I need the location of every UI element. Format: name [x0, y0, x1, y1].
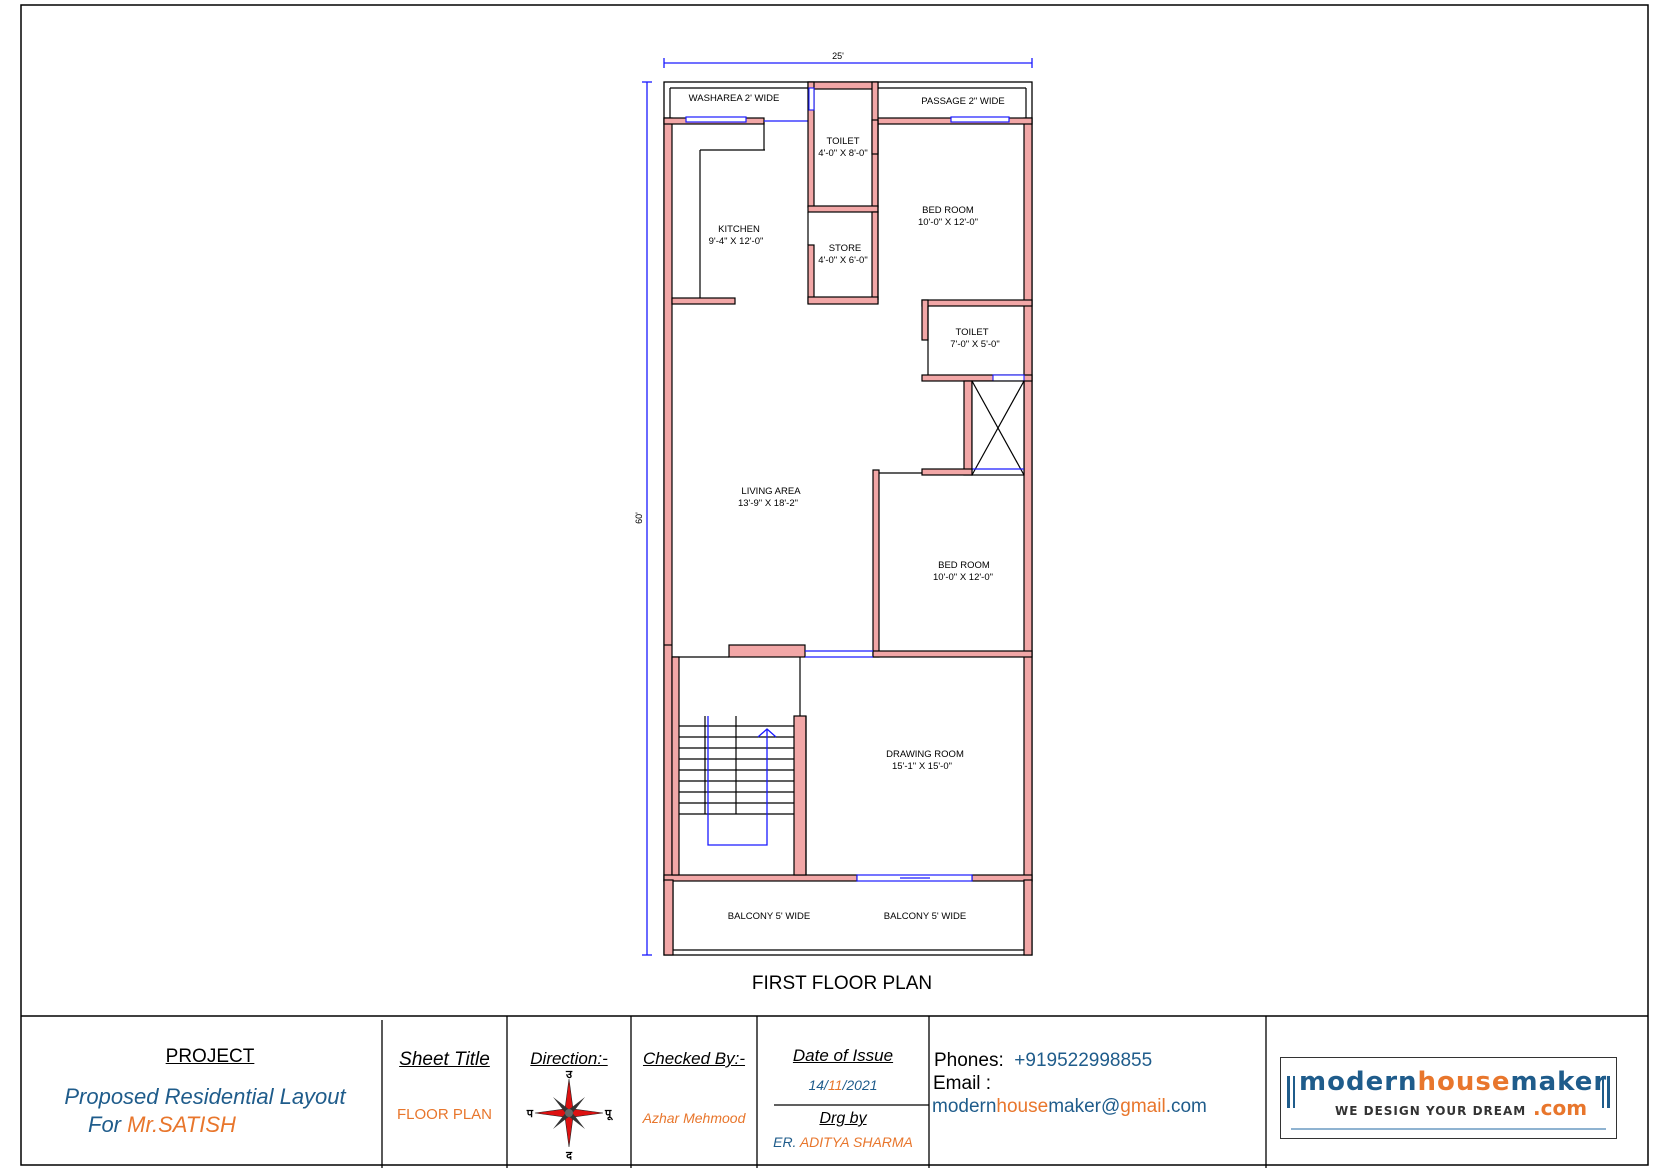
compass-east: पू	[604, 1107, 613, 1121]
drawing-room-size: 15'-1" X 15'-0"	[892, 761, 952, 772]
plan-title: FIRST FLOOR PLAN	[752, 973, 932, 994]
room-labels: WASHAREA 2' WIDE PASSAGE 2" WIDE TOILET …	[689, 93, 1005, 922]
kitchen-name: KITCHEN	[718, 224, 760, 235]
project-title: Proposed Residential Layout	[64, 1084, 346, 1109]
compass-south: द	[565, 1149, 573, 1162]
dimension-width-label: 25'	[832, 51, 844, 61]
email-value[interactable]: modernhousemaker@gmail.com	[932, 1096, 1207, 1117]
compass-west: प	[526, 1107, 534, 1120]
bedroom2-name: BED ROOM	[938, 560, 990, 571]
toilet2-name: TOILET	[955, 327, 988, 338]
date-label: Date of Issue	[792, 1046, 894, 1065]
dimension-length: 60'	[634, 81, 652, 956]
titleblock-grid	[381, 1016, 1267, 1168]
sheet-title-value: FLOOR PLAN	[396, 1106, 493, 1123]
email-label: Email :	[933, 1073, 992, 1094]
drawn-by-value: ER. ADITYA SHARMA	[773, 1134, 913, 1150]
checked-by-label: Checked By:-	[642, 1049, 746, 1068]
kitchen-size: 9'-4" X 12'-0"	[709, 236, 764, 247]
phones-line: Phones: +919522998855	[934, 1050, 1153, 1071]
bedroom1-size: 10'-0" X 12'-0"	[918, 217, 978, 228]
living-name: LIVING AREA	[741, 486, 801, 497]
project-label: PROJECT	[165, 1046, 255, 1067]
dimension-width: 25'	[663, 51, 1033, 68]
company-logo: modernhousemaker WE DESIGN YOUR DREAM .c…	[1280, 1057, 1617, 1139]
dimension-length-label: 60'	[634, 512, 644, 524]
project-client-line: For Mr.SATISH	[88, 1112, 236, 1138]
bedroom1-name: BED ROOM	[922, 205, 974, 216]
store-size: 4'-0" X 6'-0"	[818, 255, 867, 266]
logo-com: .com	[1533, 1096, 1588, 1120]
drawing-room-name: DRAWING ROOM	[886, 749, 964, 760]
sheet-title-label: Sheet Title	[399, 1049, 490, 1070]
staircase	[679, 716, 794, 846]
direction-label: Direction:-	[530, 1049, 608, 1068]
project-client: Mr.SATISH	[127, 1112, 236, 1137]
balcony2-label: BALCONY 5' WIDE	[884, 911, 966, 922]
drawn-by-label: Drg by	[819, 1110, 867, 1127]
logo-wordmark: modernhousemaker	[1299, 1067, 1608, 1097]
compass-north: उ	[565, 1068, 573, 1081]
logo-tagline: WE DESIGN YOUR DREAM	[1335, 1104, 1527, 1118]
checked-by-value: Azhar Mehmood	[642, 1110, 746, 1126]
phone-number: +919522998855	[1014, 1050, 1153, 1071]
bedroom2-size: 10'-0" X 12'-0"	[933, 572, 993, 583]
toilet2-size: 7'-0" X 5'-0"	[950, 339, 999, 350]
store-name: STORE	[829, 243, 862, 254]
toilet1-name: TOILET	[826, 136, 859, 147]
sheet-border	[20, 4, 1649, 1166]
passage-label: PASSAGE 2" WIDE	[921, 96, 1004, 107]
living-size: 13'-9" X 18'-2"	[738, 498, 798, 509]
washarea-label: WASHAREA 2' WIDE	[689, 93, 780, 104]
floor-plan	[663, 81, 1033, 956]
balcony1-label: BALCONY 5' WIDE	[728, 911, 810, 922]
compass-rose-icon: उ द प पू	[526, 1068, 613, 1162]
toilet1-size: 4'-0" X 8'-0"	[818, 148, 867, 159]
date-value: 14/11/2021	[808, 1077, 878, 1093]
project-for: For	[88, 1112, 128, 1137]
